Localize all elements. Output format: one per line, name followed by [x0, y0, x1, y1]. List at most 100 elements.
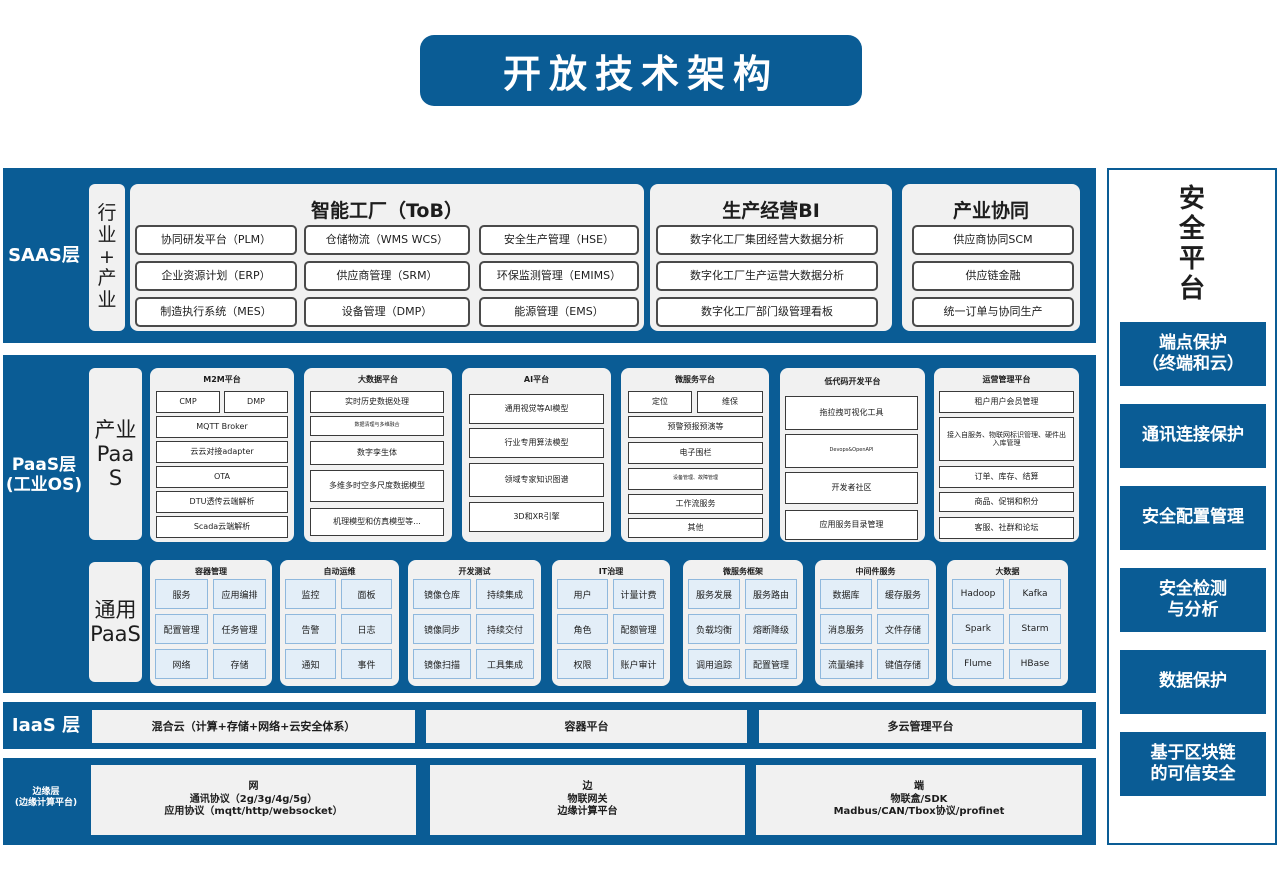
- general-paas-cell: Flume: [952, 649, 1004, 679]
- general-paas-cell: 账户审计: [613, 649, 664, 679]
- general-paas-cell: 持续交付: [476, 614, 534, 644]
- bi-item: 数字化工厂部门级管理看板: [656, 297, 878, 327]
- general-paas-cell: 持续集成: [476, 579, 534, 609]
- micro-item: 维保: [697, 391, 763, 413]
- industry-paas-label: 产业 Paa S: [89, 368, 142, 540]
- collab-item: 供应商协同SCM: [912, 225, 1074, 255]
- ai-item: 行业专用算法模型: [469, 428, 604, 458]
- micro-item: 定位: [628, 391, 692, 413]
- general-paas-cell: 熔断降级: [745, 614, 797, 644]
- general-paas-cell: 面板: [341, 579, 392, 609]
- general-paas-cell: 负载均衡: [688, 614, 740, 644]
- general-paas-cell: 服务: [155, 579, 208, 609]
- bigdata-item: 数字孪生体: [310, 441, 444, 465]
- saas-sub-label: 行 业 + 产 业: [89, 184, 125, 331]
- bi-item: 数字化工厂集团经营大数据分析: [656, 225, 878, 255]
- m2m-item: 云云对接adapter: [156, 441, 288, 463]
- factory-item: 安全生产管理（HSE）: [479, 225, 639, 255]
- iaas-layer-label: IaaS 层: [11, 714, 81, 736]
- edge-item-gateway: 边 物联网关 边缘计算平台: [430, 765, 745, 835]
- general-paas-cell: 网络: [155, 649, 208, 679]
- bigdata-item: 实时历史数据处理: [310, 391, 444, 413]
- security-item: 端点保护 （终端和云）: [1120, 322, 1266, 386]
- general-paas-cell: 应用编排: [213, 579, 266, 609]
- general-paas-cell: 镜像同步: [413, 614, 471, 644]
- bigdata-item: 数据清理与多维融合: [310, 416, 444, 436]
- general-paas-cell: 配额管理: [613, 614, 664, 644]
- general-paas-title: 微服务框架: [723, 567, 763, 576]
- ops-platform-title: 运营管理平台: [982, 375, 1031, 384]
- ai-item: 通用视觉等AI模型: [469, 394, 604, 424]
- edge-item-network: 网 通讯协议（2g/3g/4g/5g） 应用协议（mqtt/http/webso…: [91, 765, 416, 835]
- general-paas-cell: 调用追踪: [688, 649, 740, 679]
- general-paas-cell: Starm: [1009, 614, 1061, 644]
- security-platform-title: 安 全 平 台: [1178, 184, 1205, 304]
- bi-item: 数字化工厂生产运营大数据分析: [656, 261, 878, 291]
- lowcode-platform-title: 低代码开发平台: [824, 377, 881, 386]
- factory-item: 企业资源计划（ERP）: [135, 261, 297, 291]
- general-paas-cell: 镜像扫描: [413, 649, 471, 679]
- general-paas-cell: Kafka: [1009, 579, 1061, 609]
- general-paas-cell: 任务管理: [213, 614, 266, 644]
- general-paas-title: 自动运维: [323, 567, 356, 576]
- general-paas-cell: 日志: [341, 614, 392, 644]
- edge-layer-label: 边缘层 (边缘计算平台): [14, 787, 78, 808]
- general-paas-cell: 权限: [557, 649, 608, 679]
- m2m-item: CMP: [156, 391, 220, 413]
- general-paas-cell: 计量计费: [613, 579, 664, 609]
- collab-item: 统一订单与协同生产: [912, 297, 1074, 327]
- security-item: 数据保护: [1120, 650, 1266, 714]
- general-paas-cell: 缓存服务: [877, 579, 929, 609]
- bigdata-item: 机理模型和仿真模型等...: [310, 508, 444, 536]
- general-paas-cell: 角色: [557, 614, 608, 644]
- general-paas-title: 中间件服务: [855, 567, 896, 576]
- factory-item: 供应商管理（SRM）: [304, 261, 470, 291]
- iaas-item: 混合云（计算+存储+网络+云安全体系）: [92, 710, 415, 743]
- general-paas-cell: 数据库: [820, 579, 872, 609]
- saas-layer-label: SAAS层: [8, 244, 80, 266]
- factory-item: 仓储物流（WMS WCS）: [304, 225, 470, 255]
- bigdata-item: 多维多时空多尺度数据模型: [310, 470, 444, 502]
- general-paas-cell: 流量编排: [820, 649, 872, 679]
- lowcode-item: 应用服务目录管理: [785, 510, 918, 540]
- microservice-platform-title: 微服务平台: [675, 375, 715, 384]
- general-paas-cell: 配置管理: [745, 649, 797, 679]
- collab-item: 供应链金融: [912, 261, 1074, 291]
- general-paas-cell: 配置管理: [155, 614, 208, 644]
- lowcode-item: Devops&OpenAPI: [785, 434, 918, 468]
- smart-factory-title: 智能工厂（ToB）: [311, 200, 463, 222]
- general-paas-cell: 通知: [285, 649, 336, 679]
- general-paas-title: 大数据: [995, 567, 1020, 576]
- ai-item: 领域专家知识图谱: [469, 463, 604, 497]
- general-paas-title: 开发测试: [458, 567, 491, 576]
- industry-collab-title: 产业协同: [952, 200, 1029, 222]
- general-paas-label: 通用 PaaS: [89, 562, 142, 682]
- micro-item: 设备管理、故障管理: [628, 468, 763, 490]
- ops-item: 客服、社群和论坛: [939, 517, 1074, 539]
- security-item: 基于区块链 的可信安全: [1120, 732, 1266, 796]
- factory-item: 设备管理（DMP）: [304, 297, 470, 327]
- general-paas-cell: Hadoop: [952, 579, 1004, 609]
- general-paas-cell: HBase: [1009, 649, 1061, 679]
- security-item: 安全配置管理: [1120, 486, 1266, 550]
- factory-item: 能源管理（EMS）: [479, 297, 639, 327]
- edge-item-terminal: 端 物联盒/SDK Madbus/CAN/Tbox协议/profinet: [756, 765, 1082, 835]
- ops-item: 订单、库存、结算: [939, 466, 1074, 488]
- general-paas-title: 容器管理: [195, 567, 227, 576]
- iaas-item: 容器平台: [426, 710, 747, 743]
- ops-item: 租户用户会员管理: [939, 391, 1074, 413]
- m2m-item: MQTT Broker: [156, 416, 288, 438]
- general-paas-cell: 镜像仓库: [413, 579, 471, 609]
- general-paas-cell: 工具集成: [476, 649, 534, 679]
- iaas-item: 多云管理平台: [759, 710, 1082, 743]
- production-bi-title: 生产经营BI: [722, 200, 820, 222]
- security-item: 通讯连接保护: [1120, 404, 1266, 468]
- general-paas-cell: 存储: [213, 649, 266, 679]
- micro-item: 其他: [628, 518, 763, 538]
- micro-item: 工作流服务: [628, 494, 763, 514]
- general-paas-cell: 键值存储: [877, 649, 929, 679]
- factory-item: 制造执行系统（MES）: [135, 297, 297, 327]
- ai-item: 3D和XR引擎: [469, 502, 604, 532]
- m2m-item: DMP: [224, 391, 288, 413]
- ai-platform-title: AI平台: [523, 375, 550, 384]
